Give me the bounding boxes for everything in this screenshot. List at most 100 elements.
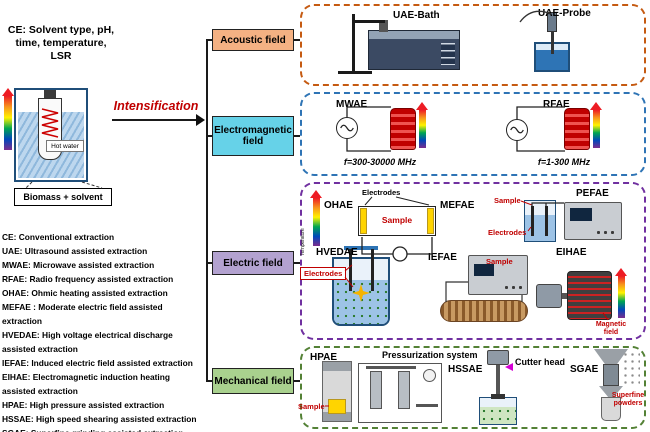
ohae-electrode-left — [360, 208, 367, 234]
rfae-heat-gradient-icon — [593, 110, 600, 148]
heating-coil-icon — [41, 108, 59, 138]
magnetic-field-label: Magnetic field — [595, 321, 627, 337]
abbreviation-item: MEFAE : Moderate electric field assisted… — [2, 302, 163, 326]
hssae-container — [479, 397, 517, 425]
pefae-generator — [564, 202, 622, 240]
pressurization-rig-frame — [358, 363, 442, 423]
ce-heat-arrow-icon — [2, 88, 14, 96]
pefae-electrode-plate — [531, 206, 534, 236]
hvedae-electrodes-label: Electrodes — [300, 267, 347, 280]
bath-stand-arm — [353, 20, 385, 23]
temperature-label: Temperature — [300, 228, 306, 256]
hssae-motor — [487, 350, 509, 365]
pefae-generator-screen — [570, 208, 592, 221]
hssae-liquid — [480, 407, 516, 424]
pressurization-pipe — [416, 404, 438, 407]
iefae-instrument-knobs — [503, 284, 523, 290]
sgae-cone — [599, 386, 623, 397]
eihae-heat-arrow-icon — [615, 268, 627, 276]
intensification-arrow-icon — [196, 114, 205, 126]
pefae-electrodes-label: Electrodes — [488, 228, 527, 237]
pefae-generator-knobs — [595, 229, 617, 235]
bracket-stub-acoustic — [206, 39, 214, 41]
hpae-vessel-cap-bottom — [323, 412, 351, 421]
powder-dots — [622, 351, 640, 387]
cutter-head-label: Cutter head — [515, 357, 566, 367]
probe-tip — [551, 32, 554, 54]
eihae-motor — [536, 284, 562, 308]
hssae-shaft — [496, 365, 500, 397]
mwae-sample-canister — [390, 108, 416, 150]
ohae-sample-label: Sample — [381, 215, 413, 225]
bracket-stub-electric — [206, 262, 214, 264]
mwae-label: MWAE — [336, 99, 368, 110]
abbreviation-item: CE: Conventional extraction — [2, 232, 115, 242]
sgae-hopper — [594, 349, 628, 364]
hpae-sample-chamber — [328, 399, 346, 414]
mwae-heat-arrow-icon — [416, 102, 428, 110]
abbreviation-item: HSSAE: High speed shearing assisted extr… — [2, 414, 197, 424]
pefae-sample-label: Sample — [494, 196, 521, 205]
rfae-sample-canister — [564, 108, 590, 150]
abbreviation-item: SGAE: Superfine grinding assisted extrac… — [2, 426, 204, 432]
bath-control-panel — [441, 43, 455, 65]
ohae-label: OHAE — [324, 200, 353, 211]
intensification-arrow-shaft — [112, 119, 198, 121]
abbreviation-list: CE: Conventional extraction UAE: Ultraso… — [2, 230, 204, 432]
field-box-electromagnetic: Electromagnetic field — [212, 116, 294, 156]
uae-bath-tank — [368, 30, 460, 70]
bath-clamp — [379, 20, 388, 32]
eihae-coil-vessel — [567, 271, 612, 320]
superfine-powders-label: Superfine powders — [611, 392, 645, 408]
pressurization-system-label: Pressurization system — [382, 350, 478, 360]
pefae-liquid — [525, 215, 555, 241]
cutter-head — [491, 394, 505, 399]
iefae-label: IEFAE — [428, 252, 457, 263]
hvedae-electrode-rod — [371, 249, 374, 291]
rfae-label: RFAE — [543, 99, 570, 110]
abbreviation-item: MWAE: Microwave assisted extraction — [2, 260, 155, 270]
sgae-label: SGAE — [570, 364, 599, 375]
temperature-gradient-icon — [313, 198, 320, 246]
hssae-label: HSSAE — [448, 364, 483, 375]
abbreviation-item: OHAE: Ohmic heating assisted extraction — [2, 288, 168, 298]
mwae-source-icon — [336, 117, 358, 139]
ce-heat-gradient-icon — [4, 96, 12, 150]
pefae-electrode-plate — [545, 206, 548, 236]
hpae-sample-label: Sample — [298, 402, 325, 411]
eihae-heat-gradient-icon — [618, 276, 625, 318]
bracket-line — [206, 39, 208, 382]
ohmic-cell — [358, 206, 436, 236]
mechanical-field-panel — [300, 346, 646, 429]
abbreviation-item: IEFAE: Induced electric field assisted e… — [2, 358, 193, 368]
bath-stand-base — [338, 71, 372, 74]
hpae-vessel-cap-top — [323, 362, 351, 371]
sgae-grinder-body — [603, 364, 619, 386]
pressurization-cylinder — [370, 371, 382, 409]
mwae-heat-gradient-icon — [419, 110, 426, 148]
rfae-source-icon — [506, 119, 528, 141]
connector-acoustic — [294, 39, 300, 41]
uae-bath-label: UAE-Bath — [393, 10, 440, 21]
mwae-frequency-label: f=300-30000 MHz — [343, 157, 417, 167]
abbreviation-item: EIHAE: Electromagnetic induction heating… — [2, 372, 170, 396]
field-box-acoustic: Acoustic field — [212, 29, 294, 51]
pressure-gauge-icon — [423, 369, 436, 382]
bath-stand-pole — [352, 14, 355, 72]
hvedae-label: HVEDAE — [316, 247, 358, 258]
connector-electric — [294, 262, 300, 264]
intensification-label: Intensification — [113, 99, 199, 113]
bracket-stub-electromagnetic — [206, 135, 214, 137]
eihae-label: EIHAE — [556, 247, 587, 258]
connector-electromagnetic — [294, 135, 300, 137]
abbreviation-item: UAE: Ultrasound assisted extraction — [2, 246, 148, 256]
rfae-heat-arrow-icon — [590, 102, 602, 110]
cutter-head-arrow-icon — [505, 363, 513, 371]
bath-lid — [369, 31, 459, 39]
sgae-collector — [601, 397, 621, 421]
hvedae-electrode-holder — [344, 246, 378, 250]
field-box-mechanical: Mechanical field — [212, 368, 294, 394]
ce-parameters-label: CE: Solvent type, pH, time, temperature,… — [7, 24, 115, 63]
mefae-label: MEFAE — [440, 200, 475, 211]
